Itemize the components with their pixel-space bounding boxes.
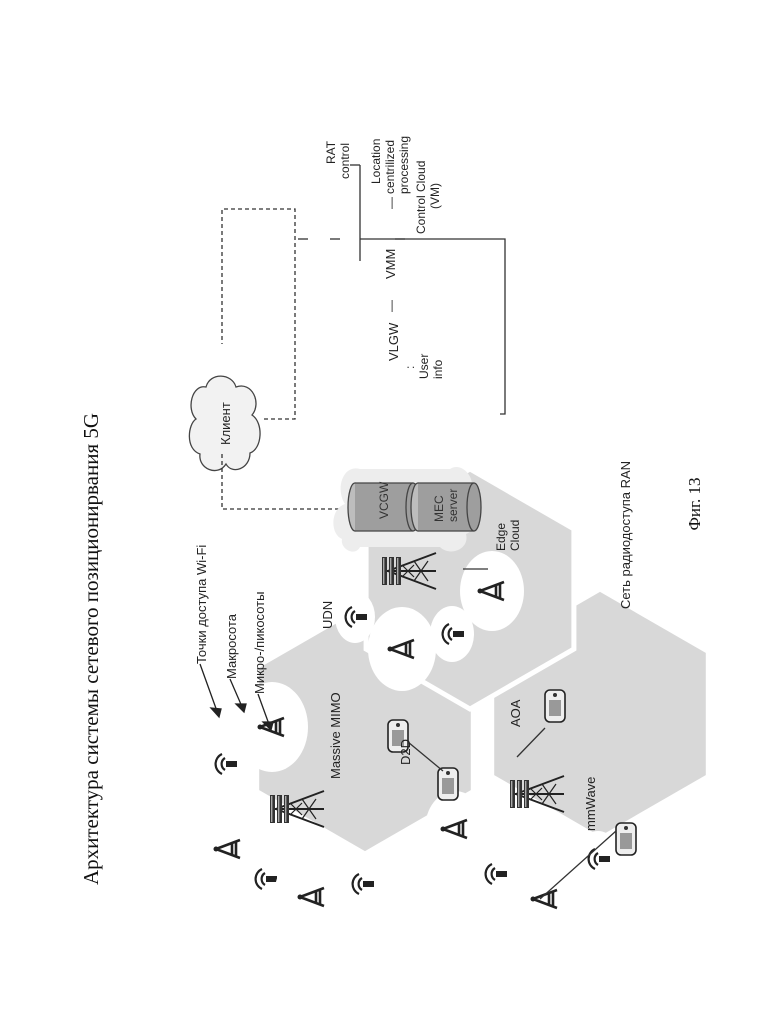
label-processing: processing [397, 136, 411, 194]
label-client: Клиент [218, 402, 233, 445]
label-centrilized: centrilized [383, 140, 397, 194]
label-vm: (VM) [428, 183, 442, 209]
label-vmm: VMM [383, 249, 398, 279]
cell-mm-ant-1 [425, 791, 485, 867]
cell-udn-ant-2 [460, 551, 524, 631]
label-vlgw: VLGW [386, 322, 401, 361]
label-user-info-colon: : [403, 366, 417, 369]
legend-micro: Микро-/пикосоты [252, 592, 267, 694]
figure-label: Фиг. 13 [685, 477, 704, 530]
diagram-title: Архитектура системы сетевого позиционирв… [79, 413, 103, 885]
label-info: info [431, 359, 445, 379]
label-vcgw: VCGW [377, 481, 391, 519]
vmm-separator: — [384, 197, 398, 209]
label-massive-mimo: Massive MIMO [328, 692, 343, 779]
label-mec: MEC [432, 495, 446, 522]
label-edge: Edge [494, 523, 508, 551]
label-user: User [417, 354, 431, 379]
legend-wifi: Точки доступа Wi-Fi [194, 545, 209, 664]
cell-mm-wifi-2 [576, 831, 620, 887]
label-location: Location [369, 139, 383, 184]
label-d2d: D2D [398, 739, 413, 765]
cell-udn-wifi-1 [335, 591, 375, 643]
label-mmwave: mmWave [583, 777, 598, 831]
label-control: control [338, 143, 352, 179]
cell-wifi-3 [338, 854, 386, 914]
cell-hexagons [257, 469, 709, 854]
label-control-cloud: Control Cloud [414, 161, 428, 234]
cell-macro-2 [274, 849, 350, 945]
cell-mm-ant-2 [507, 849, 583, 949]
label-cloud: Cloud [508, 520, 522, 551]
label-server: server [446, 489, 460, 522]
label-udn: UDN [320, 601, 335, 629]
cell-udn-ant-1 [368, 607, 436, 691]
vlgw-vmm-separator: — [384, 300, 398, 312]
label-rat: RAT [324, 140, 338, 164]
label-ran: Сеть радиодоступа RAN [618, 461, 633, 609]
mmwave-phone-icon [616, 823, 636, 855]
label-aoa: AOA [508, 699, 523, 727]
control-lines [298, 165, 505, 414]
d2d-phone-2-icon [438, 768, 458, 800]
aoa-phone-icon [545, 690, 565, 722]
legend-macro: Макросота [224, 613, 239, 679]
